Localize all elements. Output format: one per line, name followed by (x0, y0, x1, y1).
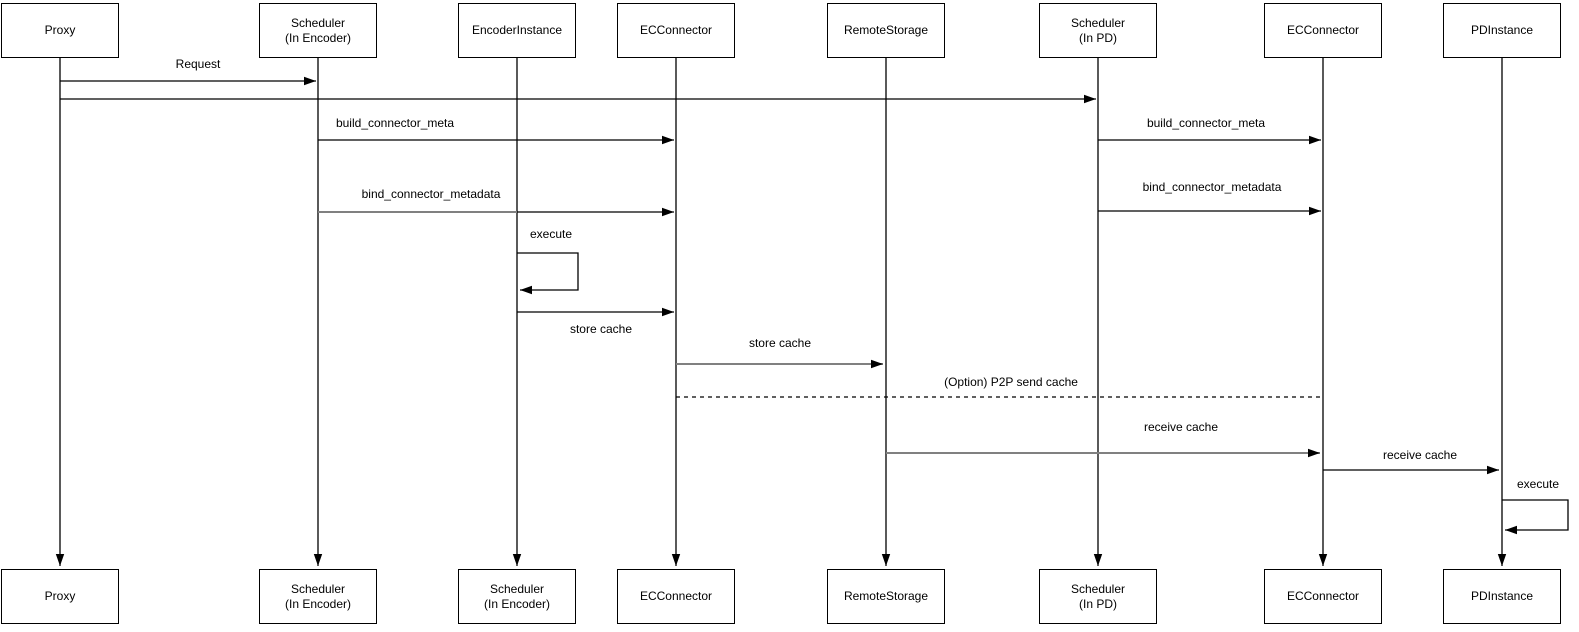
participant-top-pd-instance: PDInstance (1443, 3, 1561, 58)
participant-top-proxy: Proxy (1, 3, 119, 58)
participant-bottom-ec-connector: ECConnector (617, 569, 735, 624)
participant-top-scheduler-pd: Scheduler (In PD) (1039, 3, 1157, 58)
message-label-build-connector-meta-pd: build_connector_meta (1146, 116, 1266, 130)
arrow-execute-self-loop-pd (1502, 499, 1569, 535)
message-label-receive-cache-ec: receive cache (1143, 420, 1219, 434)
message-label-execute-encoder: execute (529, 227, 573, 241)
participant-bottom-pd-instance: PDInstance (1443, 569, 1561, 624)
participant-bottom-scheduler-encoder: Scheduler (In Encoder) (259, 569, 377, 624)
participant-top-ec-connector: ECConnector (617, 3, 735, 58)
message-label-store-cache-encoder: store cache (569, 322, 633, 336)
message-label-receive-cache-pd: receive cache (1382, 448, 1458, 462)
participant-top-encoder-instance: EncoderInstance (458, 3, 576, 58)
message-label-request: Request (175, 57, 221, 71)
participant-top-scheduler-encoder: Scheduler (In Encoder) (259, 3, 377, 58)
participant-bottom-ec-connector-pd: ECConnector (1264, 569, 1382, 624)
message-label-execute-pd: execute (1516, 477, 1560, 491)
message-label-build-connector-meta-encoder: build_connector_meta (335, 116, 455, 130)
participant-bottom-scheduler-pd: Scheduler (In PD) (1039, 569, 1157, 624)
participant-bottom-remote-storage: RemoteStorage (827, 569, 945, 624)
arrow-execute-self-loop-encoder (517, 252, 579, 295)
message-label-bind-connector-metadata-encoder: bind_connector_metadata (361, 187, 501, 201)
participant-bottom-proxy: Proxy (1, 569, 119, 624)
participant-top-ec-connector-pd: ECConnector (1264, 3, 1382, 58)
message-label-p2p-send-cache: (Option) P2P send cache (944, 375, 1078, 389)
message-label-bind-connector-metadata-pd: bind_connector_metadata (1142, 180, 1282, 194)
participant-top-remote-storage: RemoteStorage (827, 3, 945, 58)
participant-bottom-encoder-instance: Scheduler (In Encoder) (458, 569, 576, 624)
message-label-store-cache-remote: store cache (748, 336, 812, 350)
